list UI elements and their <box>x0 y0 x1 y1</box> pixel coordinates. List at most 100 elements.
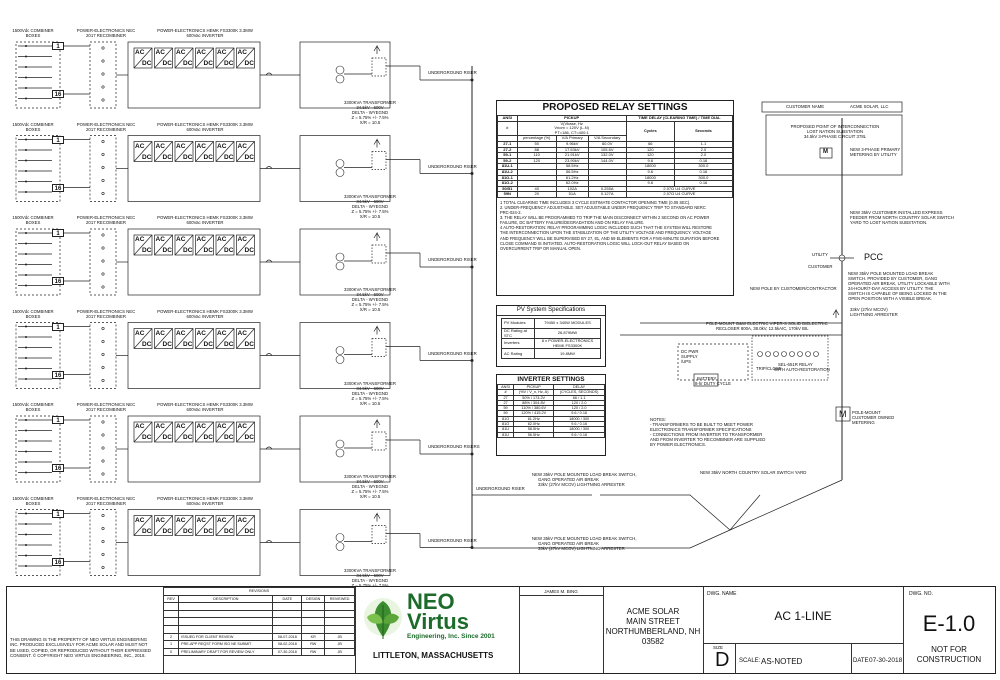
recombiner-label: POWER-ELECTRONICS NEC 2017 RECOMBINER <box>76 121 136 132</box>
module-dc-label: DC <box>244 527 254 535</box>
inverter-label: POWER-ELECTRONICS HEMK FS3300K 3.3MW 600… <box>157 121 253 132</box>
relay-settings-title: PROPOSED RELAY SETTINGS <box>542 102 688 113</box>
recombiner-fuse <box>101 339 105 343</box>
combiner-box-last: 16 <box>52 370 64 379</box>
relay-coil <box>813 351 819 357</box>
module-ac-label: AC <box>237 516 247 524</box>
revision-cell: ISSUED FOR CLIENT REVIEW <box>178 632 274 642</box>
module-ac-label: AC <box>155 516 165 524</box>
inverter-cell: 81O <box>496 421 515 428</box>
combiner-boxes-frame <box>15 509 61 576</box>
revisions-empty-row <box>162 602 355 611</box>
acdc-diagonal <box>215 515 235 536</box>
transformer-spec-line: DELTA - WYEGND <box>351 297 389 302</box>
acdc-module <box>154 234 173 256</box>
combiner-node <box>24 180 27 183</box>
revision-cell: 07-30-2018 <box>272 647 303 657</box>
relay-cell: 20 <box>516 191 557 198</box>
revision-cell: PRE-APP REQST FORM ISO NE SUBMIT <box>178 640 274 649</box>
acdc-module <box>195 515 214 536</box>
poi-line-1: PROPOSED POINT OF INTERCONNECTION <box>790 124 880 129</box>
acdc-module <box>236 234 255 256</box>
acdc-module <box>154 421 173 443</box>
revision-cell: RW <box>301 640 326 649</box>
lightning-arrester-icon <box>373 138 381 148</box>
inverter-cell: 120% / 415.2V <box>513 410 555 417</box>
battery-box <box>693 373 719 387</box>
inverter-cell: 110% / 380.6V <box>513 405 555 412</box>
acdc-module <box>195 141 214 162</box>
acdc-module <box>154 515 173 536</box>
recombiner-fuse <box>101 166 105 170</box>
module-ac-label: AC <box>217 236 227 243</box>
combiner-label: 1500Vdc COMBINER BOXES <box>12 495 54 506</box>
module-ac-label: AC <box>176 329 186 337</box>
acdc-module <box>133 328 153 349</box>
combiner-node <box>24 418 27 421</box>
acdc-diagonal <box>154 234 173 256</box>
pcc-label: PCC <box>864 252 884 262</box>
transformer-winding-a <box>335 65 345 75</box>
revisions-head-cell: DATE <box>272 594 303 604</box>
ac-breaker-arc <box>265 353 273 356</box>
revision-cell: JB <box>324 632 355 642</box>
switch-yard-label: NEW 35kV NORTH COUNTRY SOLAR SWITCH YARD <box>700 470 807 475</box>
acdc-module <box>133 515 153 536</box>
combiner-node <box>24 554 27 557</box>
transformer-winding-a <box>335 346 345 355</box>
revisions-head-cell: REVIEWED <box>324 594 355 604</box>
module-ac-label: AC <box>155 423 165 430</box>
switch-box <box>371 151 387 170</box>
engineer-cell: JAMES M. BING <box>519 587 604 673</box>
poi-line-2: LOST NATION SUBSTATION <box>806 129 864 134</box>
relay-note-line: 2. UNDER-FREQUENCY ADJUSTABLE. SET ADJUS… <box>500 205 706 210</box>
module-ac-label: AC <box>155 236 165 243</box>
acdc-diagonal <box>236 421 255 443</box>
revisions-empty-cell <box>324 602 355 611</box>
module-ac-label: AC <box>176 423 186 430</box>
acdc-module <box>174 421 194 443</box>
module-dc-label: DC <box>162 340 172 348</box>
acdc-module <box>236 328 255 349</box>
combiner-box-last: 16 <box>52 183 64 192</box>
module-dc-label: DC <box>183 153 193 161</box>
arrester-line-2: LIGHTNING ARRESTER <box>850 312 898 317</box>
module-dc-label: DC <box>203 340 213 348</box>
transformer-spec-line: X/R = 10.5 <box>359 120 381 125</box>
inverter-head-cell: (%V / V_n, Hz, A) <box>513 389 555 396</box>
inverter-cell: 27 <box>496 399 515 407</box>
firm-location: LITTLETON, MASSACHUSETTS <box>373 651 494 660</box>
relay-coil <box>789 351 795 357</box>
recombiner-fuse <box>101 565 105 569</box>
combiner-node <box>24 367 27 370</box>
relay-note-line: THE INTERCONNECTION UPON THE STABILIZATI… <box>500 230 712 236</box>
combiner-label: 1500Vdc COMBINER BOXES <box>12 308 54 319</box>
recombiner-label: POWER-ELECTRONICS NEC 2017 RECOMBINER <box>76 308 136 319</box>
inverter-cell: 18000 / 300 <box>553 415 605 423</box>
recombiner-fuse <box>101 72 105 76</box>
transformer-spec-line: 3300KVA TRANSFORMER <box>344 567 396 573</box>
revisions-empty-cell <box>324 624 355 634</box>
acdc-module <box>174 234 194 256</box>
module-dc-label: DC <box>142 434 152 441</box>
dwg-no-cell: DWG. NO. E-1.0 NOT FOR CONSTRUCTION <box>903 587 995 673</box>
feeder-line-1: NEW 35kV CUSTOMER INSTALLED EXPRESS <box>850 210 943 215</box>
combiner-box-first: 1 <box>52 416 64 424</box>
revisions-empty-row <box>162 617 355 626</box>
combiner-node <box>24 232 27 235</box>
transformer-winding-b <box>335 74 345 84</box>
relay-note-line: PRC-024-2. <box>500 210 522 216</box>
acdc-diagonal <box>174 328 194 349</box>
underground-riser-label: UNDERGROUND RISERS <box>428 444 480 449</box>
pv-cell: Inverters <box>501 338 535 350</box>
revisions-empty-row <box>162 609 355 619</box>
recombiner-fuse <box>101 352 105 356</box>
combiner-node <box>24 44 27 47</box>
acdc-diagonal <box>133 515 153 536</box>
module-ac-label: AC <box>196 142 206 150</box>
recombiner-fuse <box>101 433 105 437</box>
combiner-node <box>24 356 27 359</box>
